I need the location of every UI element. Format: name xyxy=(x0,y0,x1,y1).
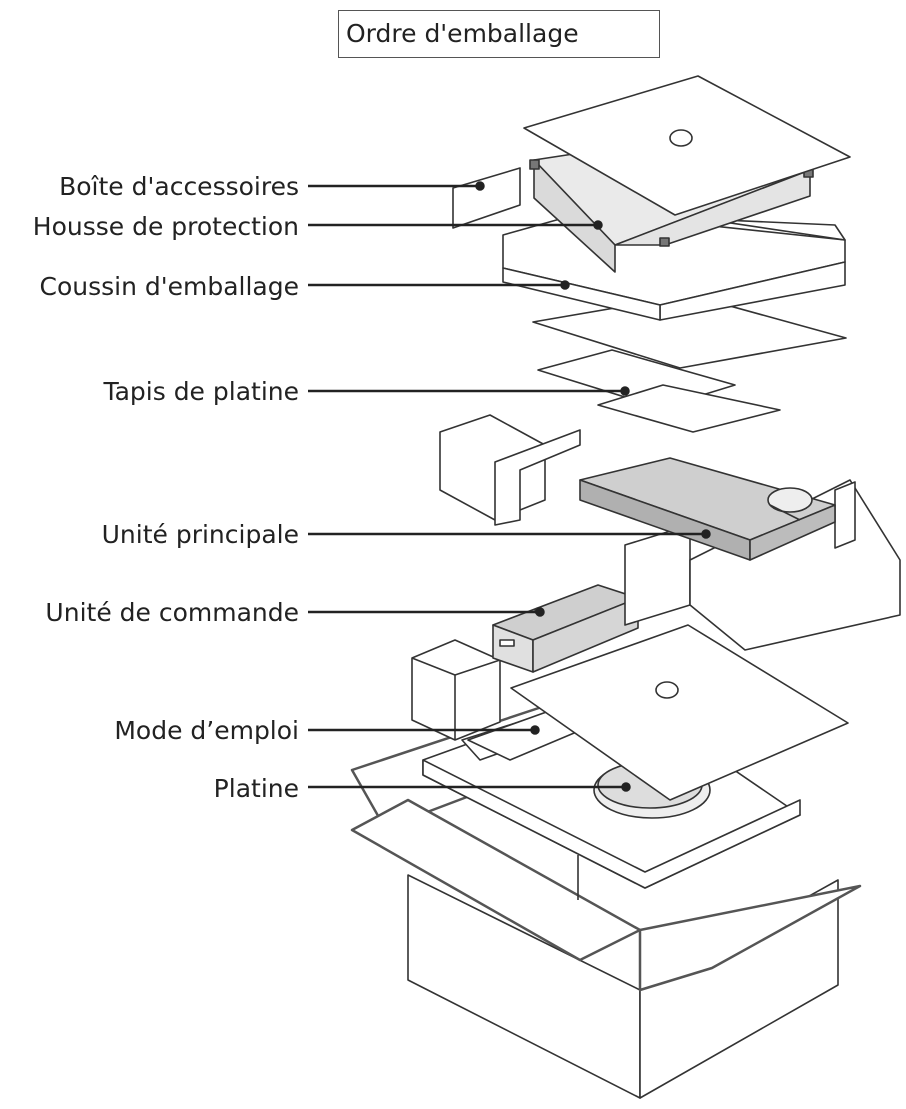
label-manual: Mode d’emploi xyxy=(114,716,299,745)
label-dust-cover: Housse de protection xyxy=(32,212,299,241)
main-unit xyxy=(579,457,836,561)
diagram-title: Ordre d'emballage xyxy=(338,10,660,58)
leader-lines xyxy=(308,181,711,792)
side-cube xyxy=(411,639,501,741)
main-cushion xyxy=(439,414,901,651)
top-sheet xyxy=(523,75,851,216)
label-packing-cushion: Coussin d'emballage xyxy=(39,272,299,301)
label-platter: Platine xyxy=(213,774,299,803)
lower-sheet xyxy=(510,624,849,801)
label-control-unit: Unité de commande xyxy=(45,598,299,627)
label-accessory-box: Boîte d'accessoires xyxy=(59,172,299,201)
label-platter-mat: Tapis de platine xyxy=(103,377,299,406)
label-main-unit: Unité principale xyxy=(101,520,299,549)
outer-carton xyxy=(350,693,862,1099)
